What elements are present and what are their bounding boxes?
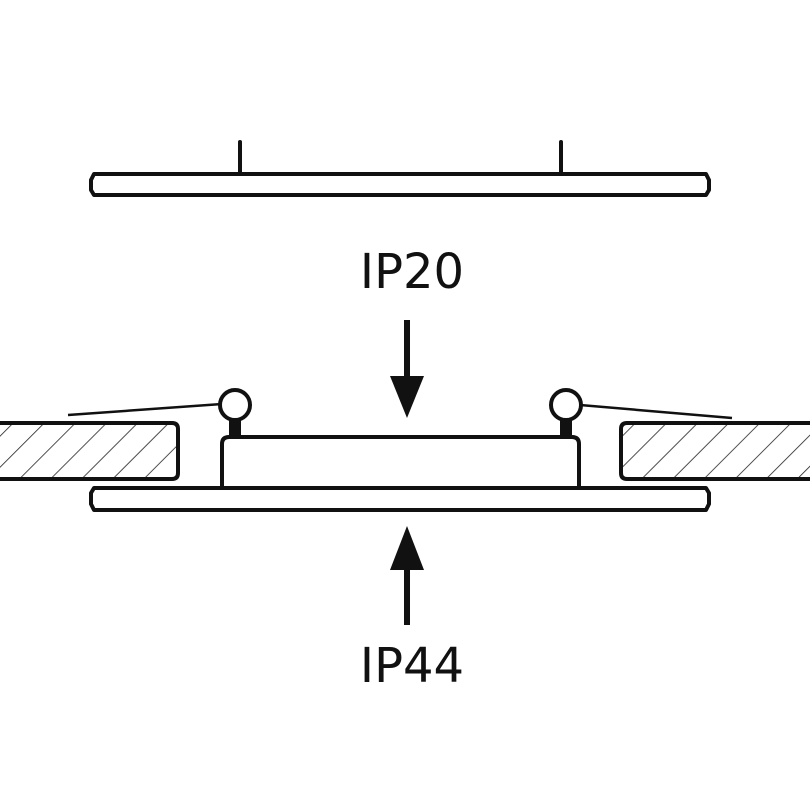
ip20-label: IP20 [360,244,464,300]
luminaire-housing [220,435,581,489]
bottom-panel [89,486,711,512]
arrow-down-icon [390,320,424,418]
ceiling-board-right [619,421,810,481]
ip44-label: IP44 [360,638,464,694]
arrow-up-icon [390,526,424,625]
ceiling-board-left [0,421,180,481]
top-panel [89,140,711,197]
spring-clip-left [67,388,252,436]
spring-clip-right [549,388,733,436]
